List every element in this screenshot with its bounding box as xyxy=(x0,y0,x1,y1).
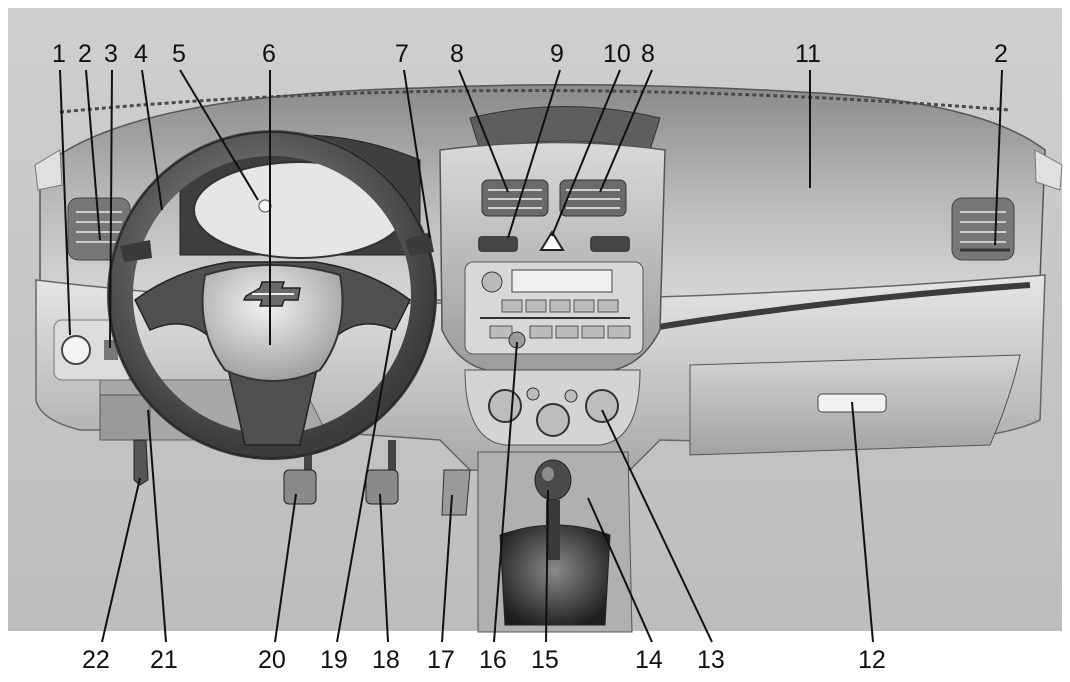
callout-15: 15 xyxy=(531,646,559,674)
leader-8-right xyxy=(599,69,653,193)
centre-vent-slats xyxy=(488,189,620,209)
leader-12 xyxy=(851,401,874,643)
steering-wheel-outer-edge xyxy=(108,131,436,459)
callout-12: 12 xyxy=(858,646,886,674)
leader-2-left xyxy=(85,69,101,241)
leader-7 xyxy=(403,69,431,239)
brake-pedal-arm xyxy=(388,440,396,480)
callout-9: 9 xyxy=(550,40,564,68)
horn-pad xyxy=(201,264,344,382)
gear-knob xyxy=(534,459,572,501)
leader-2-right xyxy=(994,69,1003,246)
leader-5 xyxy=(179,69,259,201)
left-corner-trim xyxy=(34,149,63,191)
gear-lever-shaft xyxy=(546,500,560,560)
callout-7: 7 xyxy=(395,40,409,68)
turn-signal-stalk xyxy=(120,240,152,262)
callout-16: 16 xyxy=(479,646,507,674)
callout-5: 5 xyxy=(172,40,186,68)
fan-speed-knob xyxy=(488,389,522,423)
callout-19: 19 xyxy=(320,646,348,674)
dash-seam xyxy=(59,88,1011,114)
leader-21 xyxy=(147,409,167,643)
callout-4: 4 xyxy=(134,40,148,68)
chevrolet-bowtie-logo xyxy=(242,281,301,307)
clutch-pedal-arm xyxy=(304,440,312,480)
brake-pedal xyxy=(365,469,399,505)
headlamp-levelling-switch xyxy=(104,340,118,360)
leader-17 xyxy=(441,494,453,643)
right-switch xyxy=(590,236,630,252)
leader-1 xyxy=(59,69,71,336)
clutch-pedal xyxy=(283,469,317,505)
hazard-warning-icon xyxy=(539,230,565,251)
callout-3: 3 xyxy=(104,40,118,68)
leader-10 xyxy=(551,69,621,237)
air-distribution-knob xyxy=(536,403,570,437)
right-side-vent xyxy=(951,197,1015,261)
leader-lines xyxy=(59,69,1003,643)
callout-8-left: 8 xyxy=(450,40,464,68)
leader-20 xyxy=(274,493,297,643)
callout-2-right: 2 xyxy=(994,40,1008,68)
callout-labels: 1 2 3 4 5 6 7 8 9 10 8 11 2 22 21 20 19 … xyxy=(52,40,1008,674)
audio-display xyxy=(511,269,613,293)
callout-6: 6 xyxy=(262,40,276,68)
right-corner-trim xyxy=(1034,149,1063,191)
callout-13: 13 xyxy=(697,646,725,674)
steering-wheel-rim xyxy=(107,130,437,460)
gear-shift-boot xyxy=(499,524,611,626)
callout-18: 18 xyxy=(372,646,400,674)
callout-14: 14 xyxy=(635,646,663,674)
dash-trim-groove xyxy=(639,282,1031,333)
leader-4 xyxy=(141,69,163,211)
audio-power-knob xyxy=(481,271,503,293)
leader-8-left xyxy=(458,69,509,193)
callout-22: 22 xyxy=(82,646,110,674)
bonnet-release-lever xyxy=(133,439,149,486)
leader-13 xyxy=(601,409,713,643)
callout-10: 10 xyxy=(603,40,631,68)
leader-15 xyxy=(545,489,549,643)
wiper-stalk xyxy=(405,232,434,256)
leader-16 xyxy=(493,341,518,643)
leader-18 xyxy=(379,493,389,643)
callout-8-right: 8 xyxy=(641,40,655,68)
leader-9 xyxy=(507,69,561,239)
fuse-box-cover xyxy=(99,394,151,441)
callout-1: 1 xyxy=(52,40,66,68)
callout-11: 11 xyxy=(795,40,821,68)
leader-22 xyxy=(101,477,141,643)
right-vent-slats xyxy=(960,211,1006,243)
climate-button-right xyxy=(564,389,578,403)
leader-14 xyxy=(587,497,653,643)
callout-17: 17 xyxy=(427,646,455,674)
callout-20: 20 xyxy=(258,646,286,674)
callout-21: 21 xyxy=(150,646,178,674)
callout-2-left: 2 xyxy=(78,40,92,68)
left-switch xyxy=(478,236,518,252)
leader-19 xyxy=(336,329,393,643)
climate-button-left xyxy=(526,387,540,401)
gear-knob-highlight xyxy=(542,467,554,481)
light-switch-knob xyxy=(61,335,91,365)
temperature-knob xyxy=(585,389,619,423)
audio-preset-buttons xyxy=(489,299,631,339)
accelerator-pedal xyxy=(441,469,471,516)
leader-3 xyxy=(109,69,113,349)
